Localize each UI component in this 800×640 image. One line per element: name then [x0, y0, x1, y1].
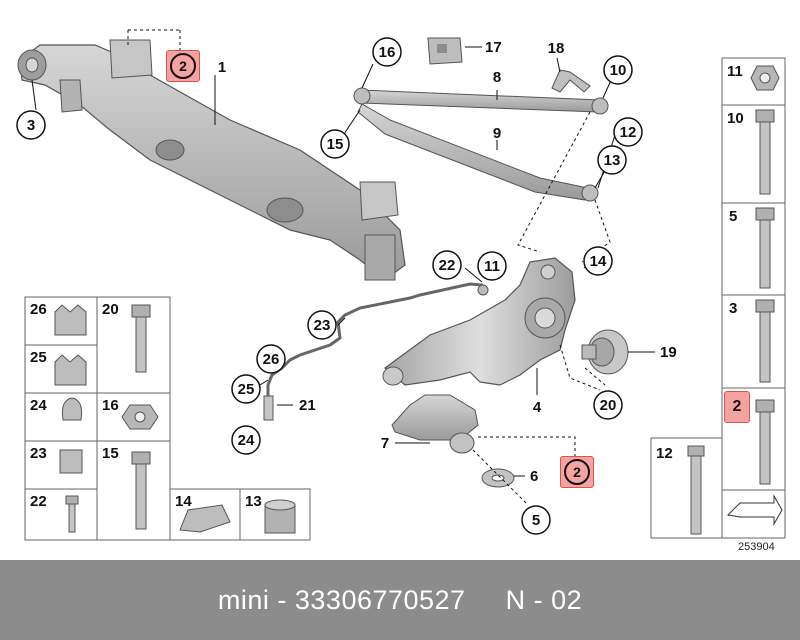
svg-text:13: 13 — [604, 152, 621, 169]
callout-17: 17 — [485, 39, 502, 56]
svg-text:5: 5 — [532, 512, 540, 529]
grid-label-20: 20 — [102, 301, 119, 318]
svg-text:16: 16 — [379, 44, 396, 61]
callout-1: 1 — [218, 59, 226, 76]
svg-text:14: 14 — [590, 253, 607, 270]
svg-text:25: 25 — [238, 381, 255, 398]
parts-diagram: 3 1 16 17 18 10 8 9 15 12 13 14 11 22 23… — [16, 29, 786, 541]
brand: mini — [217, 584, 270, 615]
callout-6: 6 — [530, 468, 538, 485]
clip-18 — [551, 69, 591, 93]
grid-label-23: 23 — [30, 445, 47, 462]
document-number: 253904 — [738, 541, 775, 553]
highlight-label: 2 — [564, 459, 590, 485]
callout-4: 4 — [533, 399, 542, 416]
wheel-carrier — [382, 257, 576, 386]
wheel-hub — [581, 329, 629, 375]
svg-text:3: 3 — [27, 117, 35, 134]
hardware-column-right — [650, 57, 786, 539]
callout-16: 16 — [372, 37, 402, 67]
callout-20: 20 — [593, 390, 623, 420]
callout-14: 14 — [583, 246, 613, 276]
callout-12: 12 — [613, 117, 643, 147]
svg-text:20: 20 — [600, 397, 617, 414]
separator: - — [269, 584, 295, 615]
callout-23: 23 — [307, 310, 337, 340]
callout-25: 25 — [231, 374, 261, 404]
svg-text:26: 26 — [263, 351, 280, 368]
column-label-3: 3 — [729, 300, 737, 317]
callout-10: 10 — [603, 55, 633, 85]
callout-15: 15 — [320, 129, 350, 159]
callout-3: 3 — [16, 110, 46, 140]
rear-axle-carrier — [17, 39, 406, 281]
control-arm-9 — [357, 103, 599, 202]
grid-label-14: 14 — [175, 493, 192, 510]
callout-19: 19 — [660, 344, 677, 361]
callout-5: 5 — [521, 505, 551, 535]
svg-text:23: 23 — [314, 317, 331, 334]
grid-label-22: 22 — [30, 493, 47, 510]
callout-9: 9 — [493, 125, 501, 142]
svg-text:12: 12 — [620, 124, 637, 141]
callout-21: 21 — [299, 397, 316, 414]
callout-26: 26 — [256, 344, 286, 374]
highlight-part-2-column: 2 — [724, 391, 750, 423]
svg-text:11: 11 — [484, 258, 500, 275]
svg-text:15: 15 — [327, 136, 344, 153]
callout-13: 13 — [597, 145, 627, 175]
callout-8: 8 — [493, 69, 501, 86]
grid-label-26: 26 — [30, 301, 47, 318]
callout-24: 24 — [231, 425, 261, 455]
column-label-2: 2 — [732, 398, 742, 415]
grid-label-13: 13 — [245, 493, 262, 510]
hardware-grid-left — [24, 296, 311, 541]
control-arm-8 — [353, 87, 609, 115]
callout-11: 11 — [477, 251, 507, 281]
column-label-10: 10 — [727, 110, 744, 127]
svg-text:22: 22 — [439, 257, 456, 274]
grid-label-16: 16 — [102, 397, 119, 414]
bolt-12-label: 12 — [656, 445, 673, 462]
part-number: 33306770527 — [294, 584, 466, 615]
grid-label-24: 24 — [30, 397, 47, 414]
column-label-11: 11 — [727, 63, 743, 80]
footer-gap — [466, 585, 506, 616]
grid-label-15: 15 — [102, 445, 119, 462]
washer-6 — [481, 468, 515, 488]
callout-22: 22 — [432, 250, 462, 280]
part-info-footer: mini - 33306770527 N - 02 — [0, 560, 800, 640]
svg-text:10: 10 — [610, 62, 627, 79]
highlight-part-2-top: 2 — [166, 50, 200, 82]
spring-seat-7 — [391, 394, 479, 454]
svg-text:24: 24 — [238, 432, 255, 449]
bracket-17 — [427, 37, 463, 65]
position-code: N - 02 — [505, 584, 583, 615]
highlight-label: 2 — [170, 53, 196, 79]
callout-18: 18 — [548, 40, 565, 57]
column-label-5: 5 — [729, 208, 737, 225]
highlight-part-2-bottom: 2 — [560, 456, 594, 488]
grid-label-25: 25 — [30, 349, 47, 366]
callout-7: 7 — [381, 435, 389, 452]
